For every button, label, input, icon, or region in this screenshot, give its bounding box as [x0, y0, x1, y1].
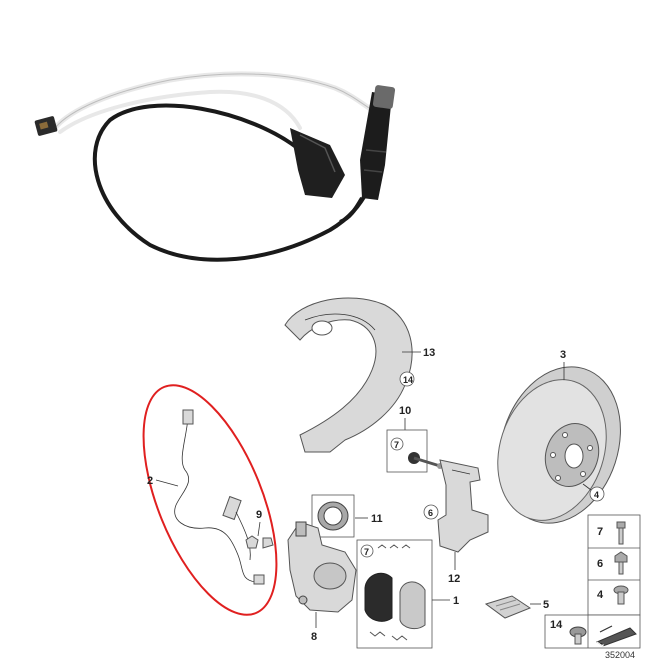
highlight-ellipse: [142, 384, 278, 616]
bolt-7-icon: [616, 521, 626, 545]
brake-pads-icon: [364, 544, 426, 641]
plug-connector-icon: [360, 85, 396, 200]
cable-grommet-icon: [290, 128, 345, 198]
brake-disc: [497, 366, 621, 524]
callout-12: 12: [448, 573, 460, 585]
fasteners-box: [587, 514, 641, 616]
callout-10: 10: [399, 405, 411, 417]
callout-4b: 4: [597, 589, 604, 601]
callout-1: 1: [453, 595, 459, 607]
wear-sensor-drawing: [174, 409, 265, 585]
callout-7c: 7: [597, 526, 603, 538]
callout-11: 11: [371, 513, 383, 525]
wedge-plate-icon: [595, 625, 637, 647]
bolt-4-icon: [613, 585, 629, 605]
sensor-tip-icon: [34, 116, 58, 136]
callout-2: 2: [147, 475, 153, 487]
wear-sensor-photo: [34, 71, 396, 262]
callout-6a: 6: [428, 508, 433, 518]
callout-5: 5: [543, 599, 549, 611]
bolt-icon: [408, 452, 443, 469]
callout-6b: 6: [597, 558, 603, 570]
callout-14b: 14: [550, 619, 563, 631]
drawing-reference: 352004: [605, 650, 635, 660]
dust-shield: [284, 297, 413, 453]
callout-14a: 14: [403, 375, 413, 385]
grease-sachet-icon: [484, 595, 532, 619]
callout-7a: 7: [394, 440, 399, 450]
callout-7b: 7: [364, 547, 369, 557]
bolt-14-icon: [569, 626, 587, 645]
clips-item-9: [245, 535, 274, 549]
callout-4a: 4: [594, 490, 599, 500]
bolt-6-icon: [614, 551, 628, 575]
callout-9: 9: [256, 509, 262, 521]
seal-ring: [317, 501, 349, 531]
callout-8: 8: [311, 631, 317, 643]
callout-13: 13: [423, 347, 435, 359]
brake-caliper: [287, 521, 357, 613]
callout-3: 3: [560, 349, 566, 361]
caliper-carrier: [437, 459, 489, 553]
